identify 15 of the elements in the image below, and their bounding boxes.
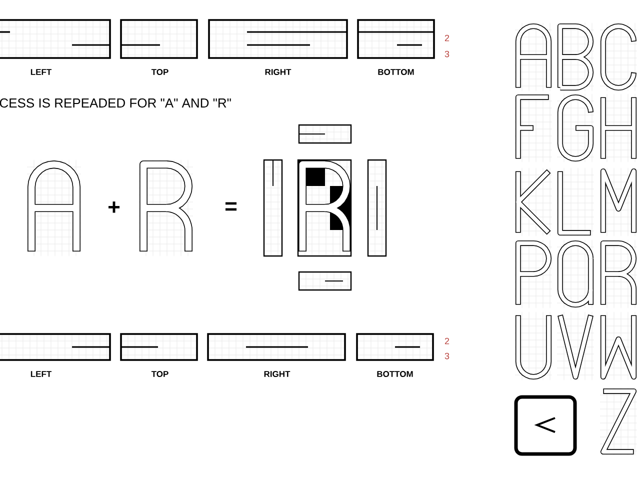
equals-sign: = [226,202,237,211]
row-number: 3 [444,50,450,58]
panel-label: LEFT [30,69,52,75]
row-number: 2 [444,34,450,42]
panel-label: LEFT [30,371,52,377]
plus-sign: + [108,202,120,213]
panel-label: TOP [151,69,168,75]
panel-label: BOTTOM [378,69,414,75]
row-number: 2 [444,338,450,344]
panel-label: RIGHT [265,69,292,75]
panel-label: RIGHT [264,371,290,377]
row-number: 3 [444,352,450,360]
panel-label: TOP [151,371,168,377]
panel-label: BOTTOM [377,371,413,377]
heading: CESS IS REPEADED FOR "A" AND "R" [0,98,231,108]
